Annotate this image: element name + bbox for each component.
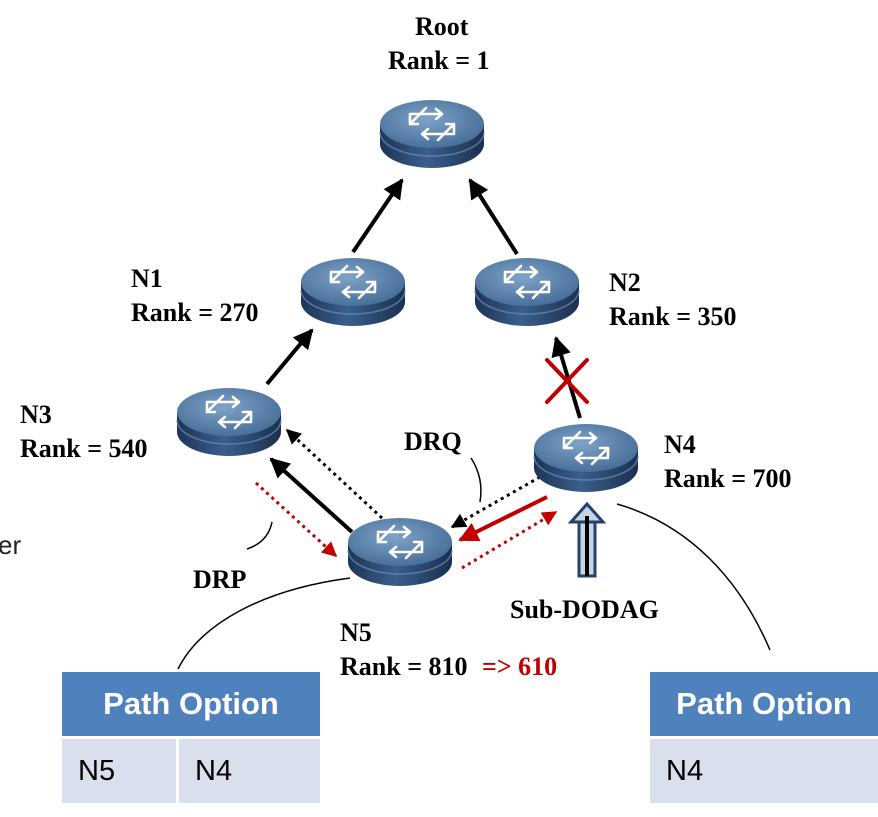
drp-arrow-n5-n4 (461, 510, 558, 570)
sub-dodag-label: Sub-DODAG (510, 595, 659, 624)
n2-label: N2 Rank = 350 (609, 266, 737, 334)
drp-callout-line (246, 521, 273, 550)
link-n2-root (468, 178, 519, 256)
drq-label: DRQ (404, 427, 462, 456)
router-icon-n1 (299, 256, 407, 328)
table-header-row: Path Option (650, 672, 878, 738)
drq-arrow-n5-n3 (285, 428, 384, 520)
root-label: Root Rank = 1 (388, 10, 490, 78)
n5-name: N5 (340, 618, 372, 647)
link-n4-n5-new (458, 495, 548, 542)
table-row: N5 N4 (62, 737, 320, 803)
left-edge-text: er (0, 530, 22, 560)
link-n1-root (351, 178, 404, 254)
table-header-row: Path Option (62, 672, 320, 738)
path-option-table-n4: Path Option N4 (650, 672, 878, 803)
table-row: N4 (650, 737, 878, 803)
root-name: Root (415, 12, 469, 41)
router-icon-root (378, 98, 486, 170)
n4-label: N4 Rank = 700 (664, 428, 792, 496)
table-header: Path Option (650, 672, 878, 738)
table-cell: N5 (62, 737, 178, 803)
n4-name: N4 (664, 430, 696, 459)
drq-callout-line (470, 457, 482, 503)
drp-arrow-n3-n5 (254, 481, 338, 558)
router-icon-n4 (532, 422, 640, 494)
root-rank: Rank = 1 (388, 46, 490, 75)
cross-icon (545, 358, 589, 404)
n4-table-connector (616, 503, 771, 651)
router-icon-n5 (346, 516, 454, 588)
n1-name: N1 (131, 264, 163, 293)
n5-table-connector (177, 577, 351, 670)
n5-rank-row: Rank = 810 => 610 (340, 650, 557, 684)
drp-label: DRP (193, 565, 247, 594)
n3-name: N3 (20, 400, 52, 429)
router-icon-n3 (175, 386, 283, 458)
n4-rank: Rank = 700 (664, 464, 792, 493)
n2-rank: Rank = 350 (609, 302, 737, 331)
router-icon-n2 (473, 256, 581, 328)
link-n3-n1 (265, 328, 314, 386)
n1-rank: Rank = 270 (131, 298, 259, 327)
table-cell: N4 (650, 737, 878, 803)
n3-rank: Rank = 540 (20, 434, 148, 463)
drq-arrow-n4-n5 (450, 475, 541, 529)
table-header: Path Option (62, 672, 320, 738)
table-cell: N4 (176, 737, 320, 803)
link-n5-n3 (269, 457, 354, 534)
sub-dodag-arrow (567, 501, 607, 578)
n2-name: N2 (609, 268, 641, 297)
n1-label: N1 Rank = 270 (131, 262, 259, 330)
n5-label: N5 Rank = 810 => 610 (340, 616, 557, 684)
n5-new-rank: => 610 (482, 652, 558, 681)
path-option-table-n5: Path Option N5 N4 (62, 672, 320, 803)
n3-label: N3 Rank = 540 (20, 398, 148, 466)
n5-rank: Rank = 810 (340, 652, 468, 681)
